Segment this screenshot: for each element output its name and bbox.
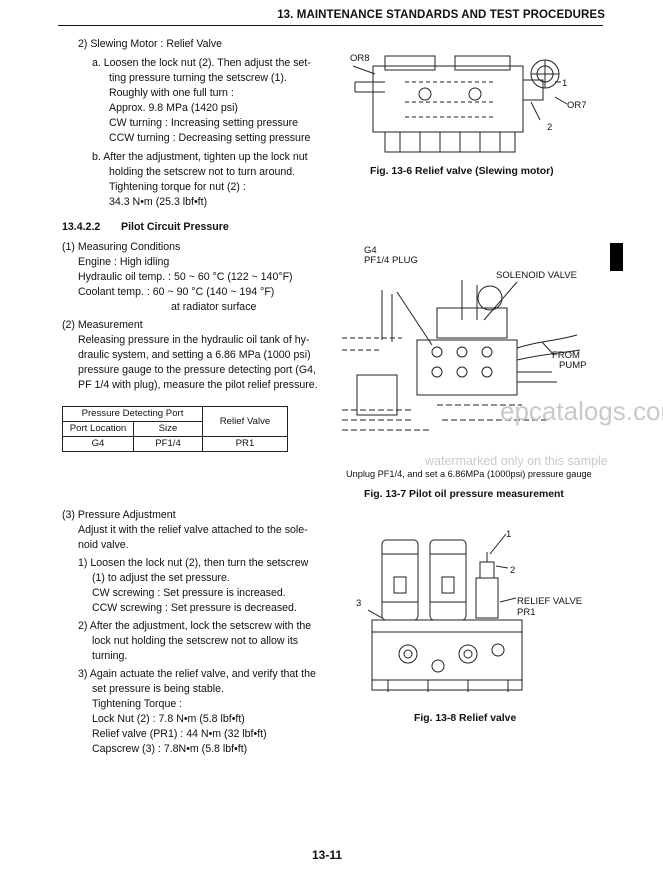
table-cell: PR1 bbox=[202, 436, 288, 452]
adjust-step: lock nut holding the setscrew not to all… bbox=[92, 635, 299, 647]
table-cell: G4 bbox=[62, 436, 134, 452]
table-header-location: Port Location bbox=[62, 421, 134, 437]
fig7-label-g4: G4 bbox=[364, 245, 377, 256]
fig6-label-2: 2 bbox=[547, 122, 553, 133]
measurement-line: (2) Measurement bbox=[62, 319, 143, 331]
adjust-step: 2) After the adjustment, lock the setscr… bbox=[78, 620, 312, 632]
fig6-label-1: 1 bbox=[562, 78, 568, 89]
adjust-step: (1) to adjust the set pressure. bbox=[92, 572, 230, 584]
measurement-line: Releasing pressure in the hydraulic oil … bbox=[78, 334, 310, 346]
measuring-line: (1) Measuring Conditions bbox=[62, 241, 181, 253]
step-b-line: Tightening torque for nut (2) : bbox=[109, 181, 246, 193]
fig8-label-2: 2 bbox=[510, 565, 516, 576]
measuring-line: at radiator surface bbox=[171, 301, 257, 313]
adjust-line: (3) Pressure Adjustment bbox=[62, 509, 176, 521]
adjust-line: noid valve. bbox=[78, 539, 129, 551]
adjust-step: Capscrew (3) : 7.8N•m (5.8 lbf•ft) bbox=[92, 743, 248, 755]
fig6-caption: Fig. 13-6 Relief valve (Slewing motor) bbox=[370, 166, 554, 177]
fig8-label-1: 1 bbox=[506, 529, 512, 540]
measuring-line: Engine : High idling bbox=[78, 256, 170, 268]
slewing-motor-drawing bbox=[352, 55, 568, 153]
adjust-step: Relief valve (PR1) : 44 N•m (32 lbf•ft) bbox=[92, 728, 267, 740]
step-a-line: a. Loosen the lock nut (2). Then adjust … bbox=[92, 57, 311, 69]
adjust-step: Tightening Torque : bbox=[92, 698, 183, 710]
adjust-step: 3) Again actuate the relief valve, and v… bbox=[78, 668, 316, 680]
table-header-relief: Relief Valve bbox=[202, 406, 288, 437]
fig8-label-pr1: PR1 bbox=[517, 607, 536, 618]
adjust-step: CW screwing : Set pressure is increased. bbox=[92, 587, 286, 599]
step-a-line: ting pressure turning the setscrew (1). bbox=[109, 72, 287, 84]
watermark-text: watermarked only on this sample bbox=[425, 454, 608, 468]
section-tab-marker bbox=[610, 243, 623, 271]
fig6-label-or7: OR7 bbox=[567, 100, 587, 111]
header-rule bbox=[58, 25, 603, 26]
adjust-step: turning. bbox=[92, 650, 128, 662]
fig6-label-or8: OR8 bbox=[350, 53, 370, 64]
section-title: Pilot Circuit Pressure bbox=[121, 221, 229, 233]
table-cell: PF1/4 bbox=[133, 436, 203, 452]
fig8-caption: Fig. 13-8 Relief valve bbox=[414, 713, 517, 724]
fig7-note: Unplug PF1/4, and set a 6.86MPa (1000psi… bbox=[346, 469, 592, 479]
relief-valve-drawing bbox=[368, 533, 523, 692]
section-number: 13.4.2.2 bbox=[62, 221, 101, 233]
step-b-line: b. After the adjustment, tighten up the … bbox=[92, 151, 308, 163]
adjust-line: Adjust it with the relief valve attached… bbox=[78, 524, 308, 536]
pressure-port-table: Pressure Detecting Port Relief Valve Por… bbox=[62, 406, 288, 452]
adjust-step: Lock Nut (2) : 7.8 N•m (5.8 lbf•ft) bbox=[92, 713, 245, 725]
fig7-label-solenoid: SOLENOID VALVE bbox=[496, 270, 577, 281]
step-b-line: 34.3 N•m (25.3 lbf•ft) bbox=[109, 196, 208, 208]
adjust-step: CCW screwing : Set pressure is decreased… bbox=[92, 602, 297, 614]
measurement-line: PF 1/4 with plug), measure the pilot rel… bbox=[78, 379, 318, 391]
table-header-size: Size bbox=[133, 421, 203, 437]
fig7-label-plug: PF1/4 PLUG bbox=[364, 255, 418, 266]
step-b-line: holding the setscrew not to turn around. bbox=[109, 166, 296, 178]
slewing-motor-title: 2) Slewing Motor : Relief Valve bbox=[78, 38, 223, 50]
fig7-label-from: FROM bbox=[552, 350, 580, 361]
measuring-line: Coolant temp. : 60 ~ 90 °C (140 ~ 194 °F… bbox=[78, 286, 275, 298]
adjust-step: set pressure is being stable. bbox=[92, 683, 224, 695]
measuring-line: Hydraulic oil temp. : 50 ~ 60 °C (122 ~ … bbox=[78, 271, 293, 283]
measurement-line: draulic system, and setting a 6.86 MPa (… bbox=[78, 349, 311, 361]
step-a-line: CW turning : Increasing setting pressure bbox=[109, 117, 299, 129]
table-header-port: Pressure Detecting Port bbox=[62, 406, 203, 422]
fig7-label-pump: PUMP bbox=[559, 360, 587, 371]
fig8-label-relief: RELIEF VALVE bbox=[517, 596, 583, 607]
fig8-label-3: 3 bbox=[356, 598, 362, 609]
adjust-step: 1) Loosen the lock nut (2), then turn th… bbox=[78, 557, 309, 569]
pilot-measurement-drawing bbox=[342, 280, 581, 431]
step-a-line: CCW turning : Decreasing setting pressur… bbox=[109, 132, 311, 144]
step-a-line: Approx. 9.8 MPa (1420 psi) bbox=[109, 102, 238, 114]
step-a-line: Roughly with one full turn : bbox=[109, 87, 234, 99]
page-header-title: 13. MAINTENANCE STANDARDS AND TEST PROCE… bbox=[277, 9, 605, 21]
watermark-site: epcatalogs.com bbox=[500, 396, 663, 426]
page-number: 13-11 bbox=[312, 848, 343, 862]
fig7-caption: Fig. 13-7 Pilot oil pressure measurement bbox=[364, 489, 564, 500]
measurement-line: pressure gauge to the pressure detecting… bbox=[78, 364, 316, 376]
